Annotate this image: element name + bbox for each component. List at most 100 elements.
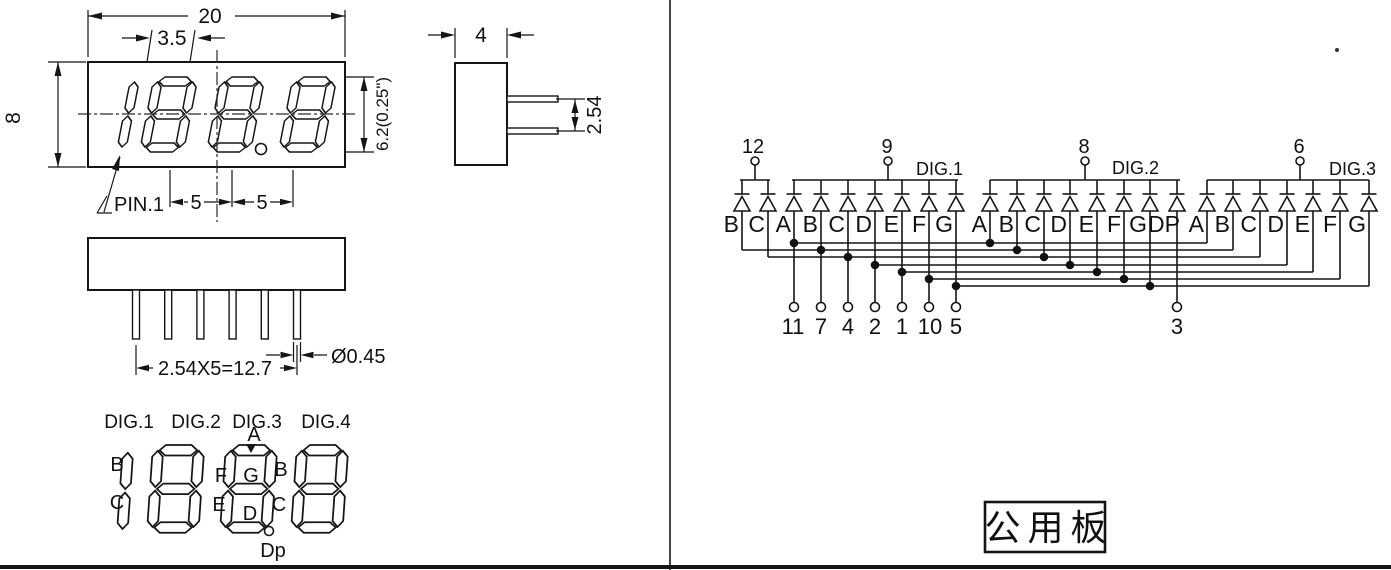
led-diodes — [733, 179, 1378, 212]
stamp-box: 公用板 — [983, 500, 1113, 554]
side-pin-top — [506, 95, 559, 103]
dig2-title: DIG.2 — [171, 412, 221, 433]
dim-pin-pitch-label: 2.54 — [584, 96, 606, 135]
dim-pin-pitch-254: 2.54 — [556, 96, 606, 135]
pin-terminal — [883, 156, 893, 166]
drops-group3 — [989, 211, 1178, 303]
dim-pitch-label-2: 5 — [256, 192, 267, 214]
dig3-seg-a-label: A — [247, 424, 261, 446]
pin-number: 9 — [881, 136, 892, 158]
dim-pin-row-label: 2.54X5=12.7 — [158, 358, 272, 380]
common-pin-8: 8 DIG.2 — [1078, 136, 1159, 180]
speck — [1335, 48, 1339, 52]
drops-group4 — [1206, 211, 1370, 286]
dig3-title: DIG.3 — [232, 412, 282, 433]
pin-row-view: 2.54X5=12.7 Ø0.45 — [87, 237, 385, 380]
pin-terminal — [1080, 156, 1090, 166]
segment-pin-terminals — [788, 301, 1183, 313]
segment-layout-view: DIG.1 DIG.2 DIG.3 DIG.4 B C A F G B E D … — [104, 412, 351, 562]
dig3-seg-b-label: B — [274, 459, 287, 481]
pin-terminal — [1295, 156, 1305, 166]
dim-digit-pitch: 5 5 — [169, 170, 294, 214]
common-pin-6: 6 DIG.3 — [1293, 136, 1376, 180]
dim-thickness-4: 4 — [428, 24, 534, 58]
g3-seg: C — [1024, 211, 1041, 237]
dim-digit-height: 6.2(0.25") — [346, 76, 392, 153]
dig1-seg-b-label: B — [110, 454, 123, 476]
side-view-outline — [454, 62, 508, 166]
g3-seg: A — [972, 211, 988, 237]
dig3-label: DIG.3 — [1329, 159, 1376, 179]
g2-seg: B — [803, 211, 818, 237]
junction-dots — [789, 238, 1155, 291]
dig4-title: DIG.4 — [301, 412, 351, 433]
common-pin-9: 9 DIG.1 — [881, 136, 963, 180]
segment-pin-numbers: 11 7 4 2 1 10 5 3 — [782, 314, 1184, 339]
g2-seg: A — [776, 211, 792, 237]
pin1-label: PIN.1 — [114, 194, 164, 216]
dig2-label: DIG.2 — [1112, 158, 1159, 178]
g4-seg: B — [1215, 211, 1230, 237]
side-view: 4 2.54 — [428, 24, 606, 166]
g2-seg: C — [828, 211, 845, 237]
dim-pin-row: 2.54X5=12.7 — [135, 345, 298, 380]
dim-pin-diameter-label: Ø0.45 — [331, 346, 385, 368]
decimal-point — [254, 142, 268, 156]
pin-1: 1 — [896, 314, 908, 339]
pin-3: 3 — [1171, 314, 1183, 339]
pin-7: 7 — [815, 314, 827, 339]
g2-seg: G — [935, 211, 953, 237]
dig3-seg-c-label: C — [272, 494, 286, 516]
g4-seg: E — [1295, 211, 1310, 237]
pin-2: 2 — [869, 314, 881, 339]
dim-pin-diameter: Ø0.45 — [266, 342, 385, 368]
dim-height-label: 8 — [2, 112, 25, 124]
dim-pitch-label-1: 5 — [190, 192, 201, 214]
g4-seg: D — [1267, 211, 1284, 237]
pin-10: 10 — [918, 314, 942, 339]
dig3-seg-a-arrow — [246, 444, 256, 453]
g3-seg: D — [1050, 211, 1067, 237]
g1-seg: B — [724, 211, 739, 237]
pin1-pointer: PIN.1 — [96, 155, 164, 216]
g2-seg: F — [912, 211, 926, 237]
g3-seg: E — [1079, 211, 1094, 237]
display-digits — [117, 77, 337, 156]
g3-seg-dp: DP — [1148, 211, 1180, 237]
g2-seg: D — [855, 211, 872, 237]
g3-seg: F — [1107, 211, 1121, 237]
bottom-border — [0, 565, 1391, 569]
dig3-seg-f-label: F — [215, 465, 227, 487]
g2-seg: E — [884, 211, 899, 237]
pin-number: 6 — [1293, 136, 1304, 158]
dig3-seg-dp-label: Dp — [260, 540, 286, 562]
stamp-text: 公用板 — [984, 508, 1113, 548]
side-pin-bottom — [506, 127, 559, 135]
pin-number: 8 — [1078, 136, 1089, 158]
dig3-seg-d-label: D — [243, 503, 257, 525]
common-pin-12: 12 — [742, 136, 764, 180]
pin-row-body — [87, 237, 346, 291]
pin-4: 4 — [842, 314, 854, 339]
pin-circuit-diagram: 12 9 DIG.1 8 DIG.2 6 DIG.3 — [724, 136, 1378, 554]
pins — [131, 289, 302, 340]
g4-seg: C — [1240, 211, 1257, 237]
pin-terminal — [750, 156, 760, 166]
pin-5: 5 — [950, 314, 962, 339]
g4-seg: A — [1189, 211, 1205, 237]
g4-seg: G — [1348, 211, 1366, 237]
front-view: 20 3.5 8 6.2(0.25") — [2, 5, 392, 222]
dig1-title: DIG.1 — [104, 412, 154, 433]
dim-height-8: 8 — [2, 61, 86, 168]
dim-digit-width-3_5: 3.5 — [122, 27, 225, 63]
pin-11: 11 — [782, 314, 805, 339]
g1-seg: C — [748, 211, 765, 237]
dim-thickness-label: 4 — [475, 24, 487, 47]
g3-seg: B — [999, 211, 1014, 237]
dig3-seg-e-label: E — [212, 494, 225, 516]
g3-seg: G — [1129, 211, 1147, 237]
dig1-seg-c-label: C — [110, 492, 124, 514]
pin-number: 12 — [742, 136, 764, 158]
segment-letters: B C A B C D E F G A B C D E F G DP A B C… — [724, 211, 1366, 237]
